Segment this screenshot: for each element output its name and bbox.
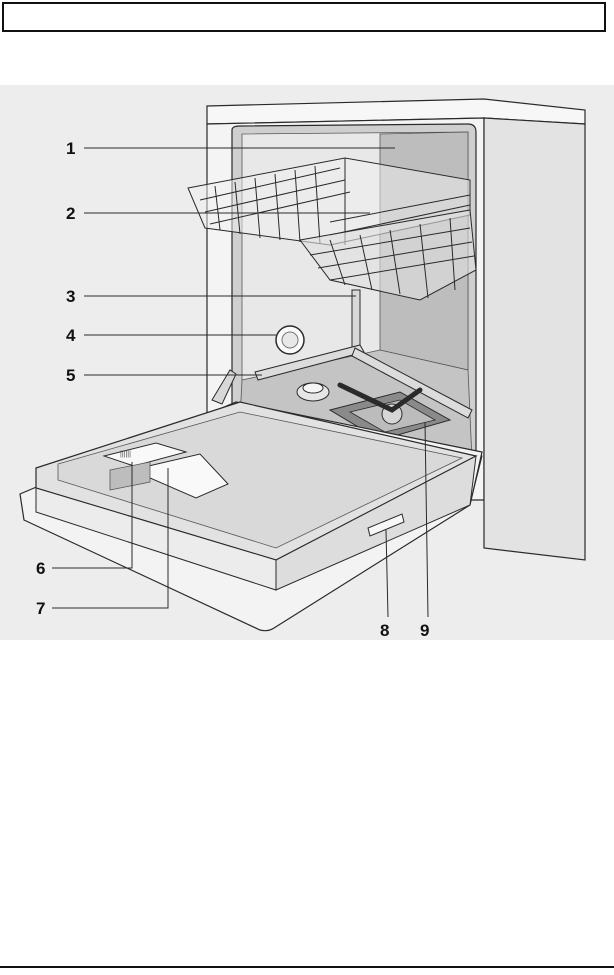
callout-6: 6 <box>36 559 45 578</box>
callout-5: 5 <box>66 366 75 385</box>
callout-1: 1 <box>66 139 75 158</box>
spray-arm-tube <box>352 290 360 350</box>
cabinet-side <box>484 118 585 560</box>
callout-9: 9 <box>420 621 429 640</box>
lamp-inner <box>282 332 298 348</box>
bottom-rule <box>0 966 614 968</box>
callout-8: 8 <box>380 621 389 640</box>
dispenser-marking: |||||| <box>120 451 131 458</box>
callout-7: 7 <box>36 599 45 618</box>
callout-4: 4 <box>66 326 76 345</box>
callout-3: 3 <box>66 287 75 306</box>
salt-container-cap <box>303 383 323 393</box>
callout-2: 2 <box>66 204 75 223</box>
